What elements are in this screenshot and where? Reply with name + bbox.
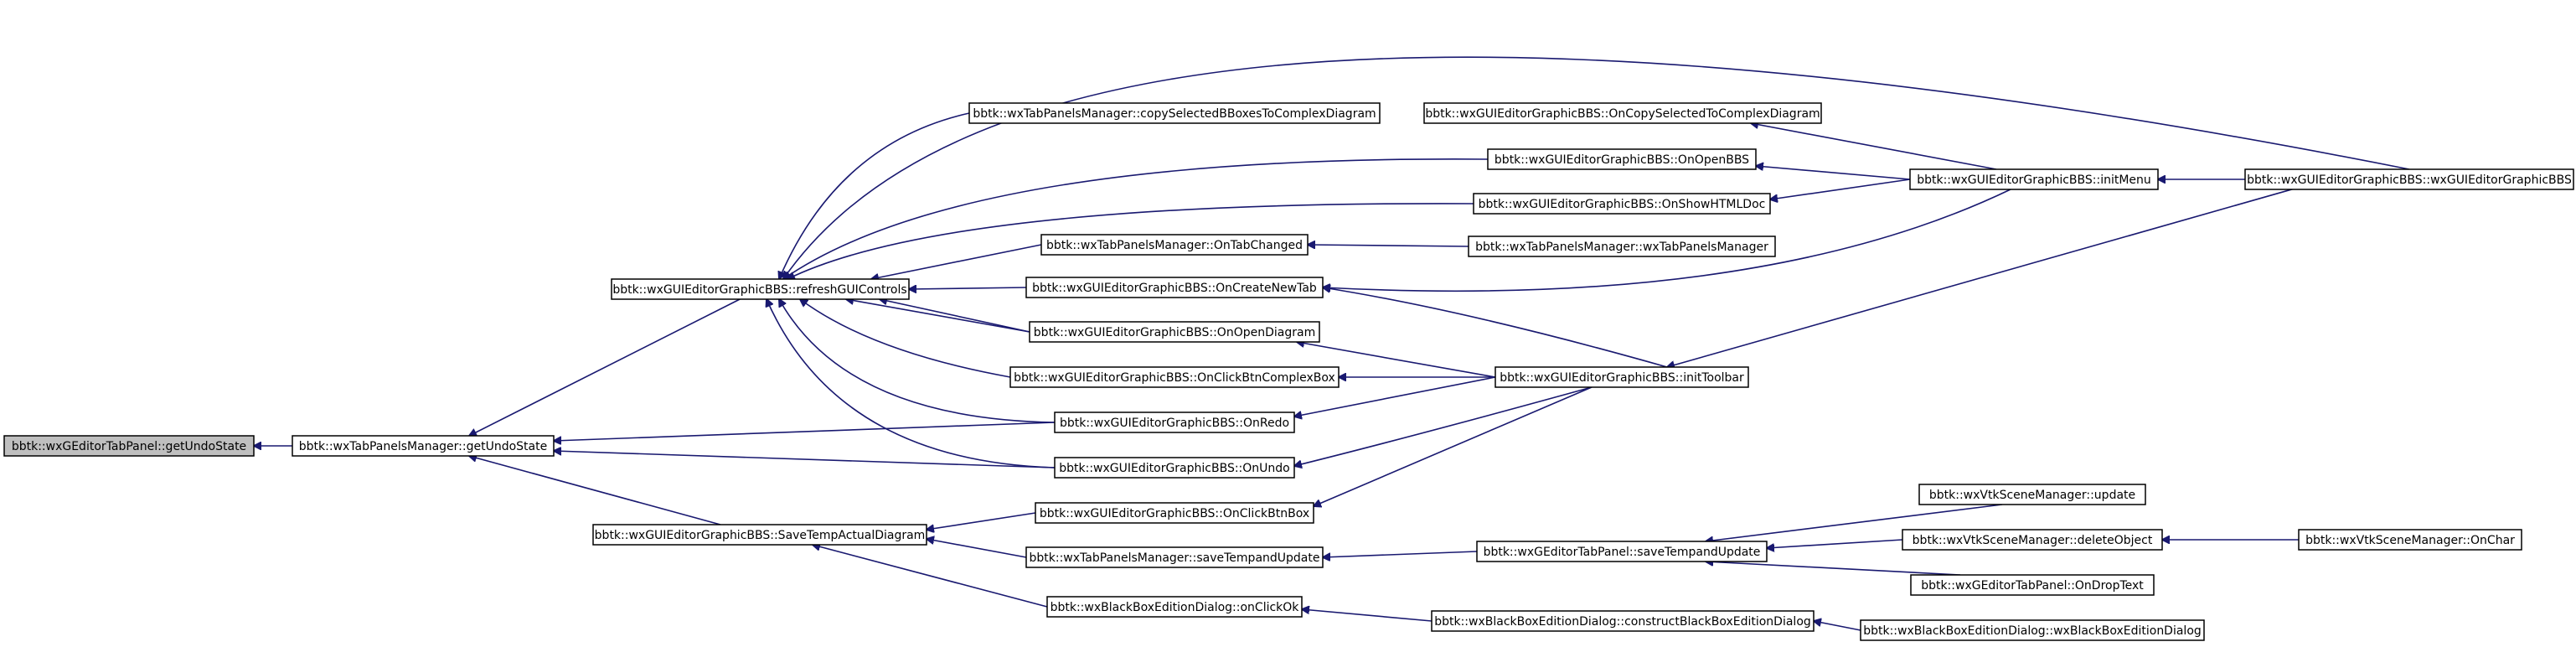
node-label: bbtk::wxGEditorTabPanel::getUndoState	[12, 440, 246, 453]
edge-n5-to-n4	[813, 545, 1048, 608]
node-vtkscenemanager-deleteobject[interactable]: bbtk::wxVtkSceneManager::deleteObject	[1902, 529, 2163, 551]
node-label: bbtk::wxTabPanelsManager::copySelectedBB…	[973, 107, 1376, 121]
edge-n24-to-n20	[1767, 539, 1903, 548]
node-label: bbtk::wxGUIEditorGraphicBBS::OnUndo	[1059, 462, 1289, 475]
edge-n8-to-n2	[871, 244, 1042, 279]
edge-n18-to-n7	[1770, 179, 1911, 199]
node-label: bbtk::wxGUIEditorGraphicBBS::OnCopySelec…	[1425, 107, 1820, 121]
edge-n18-to-n10	[1323, 189, 2011, 291]
edge-n14-to-n1	[554, 451, 1056, 468]
node-wxguieditorgraphicbbs-ctor[interactable]: bbtk::wxGUIEditorGraphicBBS::wxGUIEditor…	[2244, 168, 2574, 190]
node-label: bbtk::wxTabPanelsManager::wxTabPanelsMan…	[1475, 241, 1768, 254]
edge-n11-to-n2	[909, 287, 1027, 289]
node-onclickbtncomplexbox[interactable]: bbtk::wxGUIEditorGraphicBBS::OnClickBtnC…	[1009, 366, 1340, 388]
edge-n19-to-n11	[1297, 342, 1496, 378]
edge-n19-to-n10	[1323, 287, 1668, 368]
edge-n14-to-n2	[779, 299, 1056, 423]
edge-n13-to-n1	[554, 422, 1056, 441]
edge-n25-to-n20	[1706, 562, 1961, 576]
edge-n19-to-n13	[1294, 376, 1496, 417]
node-wxtabpanelsmanager-getundostate[interactable]: bbtk::wxTabPanelsManager::getUndoState	[292, 435, 555, 457]
node-oncopyselectedtocomplexdiagram[interactable]: bbtk::wxGUIEditorGraphicBBS::OnCopySelec…	[1423, 102, 1822, 124]
node-label: bbtk::wxGUIEditorGraphicBBS::OnClickBtnB…	[1040, 507, 1309, 520]
node-wxgeditortabpanel-getundostate[interactable]: bbtk::wxGEditorTabPanel::getUndoState	[3, 435, 255, 457]
edge-n2-to-n1	[469, 288, 761, 436]
node-refreshguicontrols[interactable]: bbtk::wxGUIEditorGraphicBBS::refreshGUIC…	[611, 278, 910, 300]
edge-n23-to-n20	[1706, 504, 2003, 541]
node-vtkscenemanager-onchar[interactable]: bbtk::wxVtkSceneManager::OnChar	[2298, 529, 2522, 551]
node-label: bbtk::wxGUIEditorGraphicBBS::initMenu	[1917, 173, 2151, 187]
node-label: bbtk::wxVtkSceneManager::update	[1929, 489, 2135, 502]
node-label: bbtk::wxGEditorTabPanel::saveTempandUpda…	[1484, 546, 1761, 559]
node-vtkscenemanager-update[interactable]: bbtk::wxVtkSceneManager::update	[1918, 484, 2146, 505]
node-label: bbtk::wxGUIEditorGraphicBBS::refreshGUIC…	[612, 283, 906, 297]
edge-n22-to-n19	[1667, 168, 2363, 367]
node-ondroptext[interactable]: bbtk::wxGEditorTabPanel::OnDropText	[1910, 574, 2155, 596]
node-label: bbtk::wxTabPanelsManager::getUndoState	[299, 440, 547, 453]
node-label: bbtk::wxGUIEditorGraphicBBS::OnCreateNew…	[1032, 282, 1317, 295]
node-onopenbbs[interactable]: bbtk::wxGUIEditorGraphicBBS::OnOpenBBS	[1487, 148, 1757, 170]
node-label: bbtk::wxTabPanelsManager::saveTempandUpd…	[1030, 551, 1320, 565]
edge-n16-to-n3	[927, 512, 1036, 530]
edge-n13-to-n2	[800, 299, 1011, 378]
edge-n18-to-n6	[1756, 166, 1911, 180]
node-inittoolbar[interactable]: bbtk::wxGUIEditorGraphicBBS::initToolbar	[1494, 366, 1749, 388]
node-label: bbtk::wxBlackBoxEditionDialog::wxBlackBo…	[1863, 624, 2202, 638]
node-onundo[interactable]: bbtk::wxGUIEditorGraphicBBS::OnUndo	[1054, 457, 1295, 479]
edge-n12-to-n2	[880, 299, 1030, 333]
node-onclickok[interactable]: bbtk::wxBlackBoxEditionDialog::onClickOk	[1046, 596, 1303, 618]
node-initmenu[interactable]: bbtk::wxGUIEditorGraphicBBS::initMenu	[1909, 168, 2159, 190]
node-onshowhtmldoc[interactable]: bbtk::wxGUIEditorGraphicBBS::OnShowHTMLD…	[1473, 193, 1771, 215]
node-oncreatenewtab[interactable]: bbtk::wxGUIEditorGraphicBBS::OnCreateNew…	[1025, 277, 1324, 298]
edge-n3-to-n1	[469, 456, 721, 525]
node-savetempactualdiagram[interactable]: bbtk::wxGUIEditorGraphicBBS::SaveTempAct…	[592, 524, 927, 546]
node-label: bbtk::wxGEditorTabPanel::OnDropText	[1921, 579, 2144, 593]
edge-n10-to-n2	[846, 299, 1030, 333]
edge-n18-to-n5	[1751, 123, 1997, 170]
edge-n4-to-n2	[779, 112, 970, 279]
node-label: bbtk::wxGUIEditorGraphicBBS::OnClickBtnC…	[1014, 371, 1335, 385]
node-copyselectedbboxestocomplexdiagram[interactable]: bbtk::wxTabPanelsManager::copySelectedBB…	[968, 102, 1381, 124]
node-geditortabpanel-savetempandupdate[interactable]: bbtk::wxGEditorTabPanel::saveTempandUpda…	[1476, 541, 1768, 562]
node-onclickbtnbox[interactable]: bbtk::wxGUIEditorGraphicBBS::OnClickBtnB…	[1035, 502, 1314, 524]
edges-layer	[254, 56, 2410, 631]
node-label: bbtk::wxBlackBoxEditionDialog::onClickOk	[1051, 601, 1300, 614]
node-label: bbtk::wxBlackBoxEditionDialog::construct…	[1434, 615, 1811, 629]
nodes-layer: bbtk::wxGEditorTabPanel::getUndoState bb…	[3, 102, 2574, 641]
node-onredo[interactable]: bbtk::wxGUIEditorGraphicBBS::OnRedo	[1054, 411, 1295, 433]
node-ontabchanged[interactable]: bbtk::wxTabPanelsManager::OnTabChanged	[1040, 234, 1309, 256]
edge-n9-to-n8	[1308, 245, 1469, 246]
edge-n21-to-n17	[1302, 609, 1433, 622]
edge-n19-to-n15	[1314, 386, 1593, 506]
node-constructblackboxeditiondialog[interactable]: bbtk::wxBlackBoxEditionDialog::construct…	[1431, 610, 1815, 632]
node-label: bbtk::wxTabPanelsManager::OnTabChanged	[1046, 239, 1303, 252]
edge-n26-to-n21	[1814, 621, 1861, 631]
edge-n22-to-n2	[767, 299, 1056, 468]
node-label: bbtk::wxGUIEditorGraphicBBS::OnShowHTMLD…	[1479, 198, 1766, 211]
edge-n6-to-n2	[783, 158, 1489, 279]
node-onopendiagram[interactable]: bbtk::wxGUIEditorGraphicBBS::OnOpenDiagr…	[1029, 321, 1320, 343]
node-label: bbtk::wxGUIEditorGraphicBBS::wxGUIEditor…	[2247, 173, 2572, 187]
node-label: bbtk::wxGUIEditorGraphicBBS::OnOpenDiagr…	[1034, 326, 1315, 339]
node-label: bbtk::wxGUIEditorGraphicBBS::OnOpenBBS	[1494, 153, 1749, 167]
node-wxtabpanelsmanager-ctor[interactable]: bbtk::wxTabPanelsManager::wxTabPanelsMan…	[1468, 236, 1776, 257]
edge-n17-to-n3	[927, 539, 1027, 558]
node-label: bbtk::wxGUIEditorGraphicBBS::SaveTempAct…	[595, 529, 926, 542]
node-label: bbtk::wxVtkSceneManager::deleteObject	[1913, 534, 2153, 547]
node-label: bbtk::wxGUIEditorGraphicBBS::OnRedo	[1060, 417, 1289, 430]
node-label: bbtk::wxGUIEditorGraphicBBS::initToolbar	[1500, 371, 1744, 385]
node-blackboxeditiondialog-ctor[interactable]: bbtk::wxBlackBoxEditionDialog::wxBlackBo…	[1860, 619, 2205, 641]
edge-n19-to-n14	[1294, 386, 1593, 466]
node-label: bbtk::wxVtkSceneManager::OnChar	[2305, 534, 2515, 547]
edge-n7-to-n2	[787, 203, 1474, 279]
node-tabpanelsmanager-savetempandupdate[interactable]: bbtk::wxTabPanelsManager::saveTempandUpd…	[1025, 546, 1324, 568]
edge-n20-to-n16	[1323, 551, 1478, 557]
edge-n15-to-n3	[783, 56, 2410, 279]
